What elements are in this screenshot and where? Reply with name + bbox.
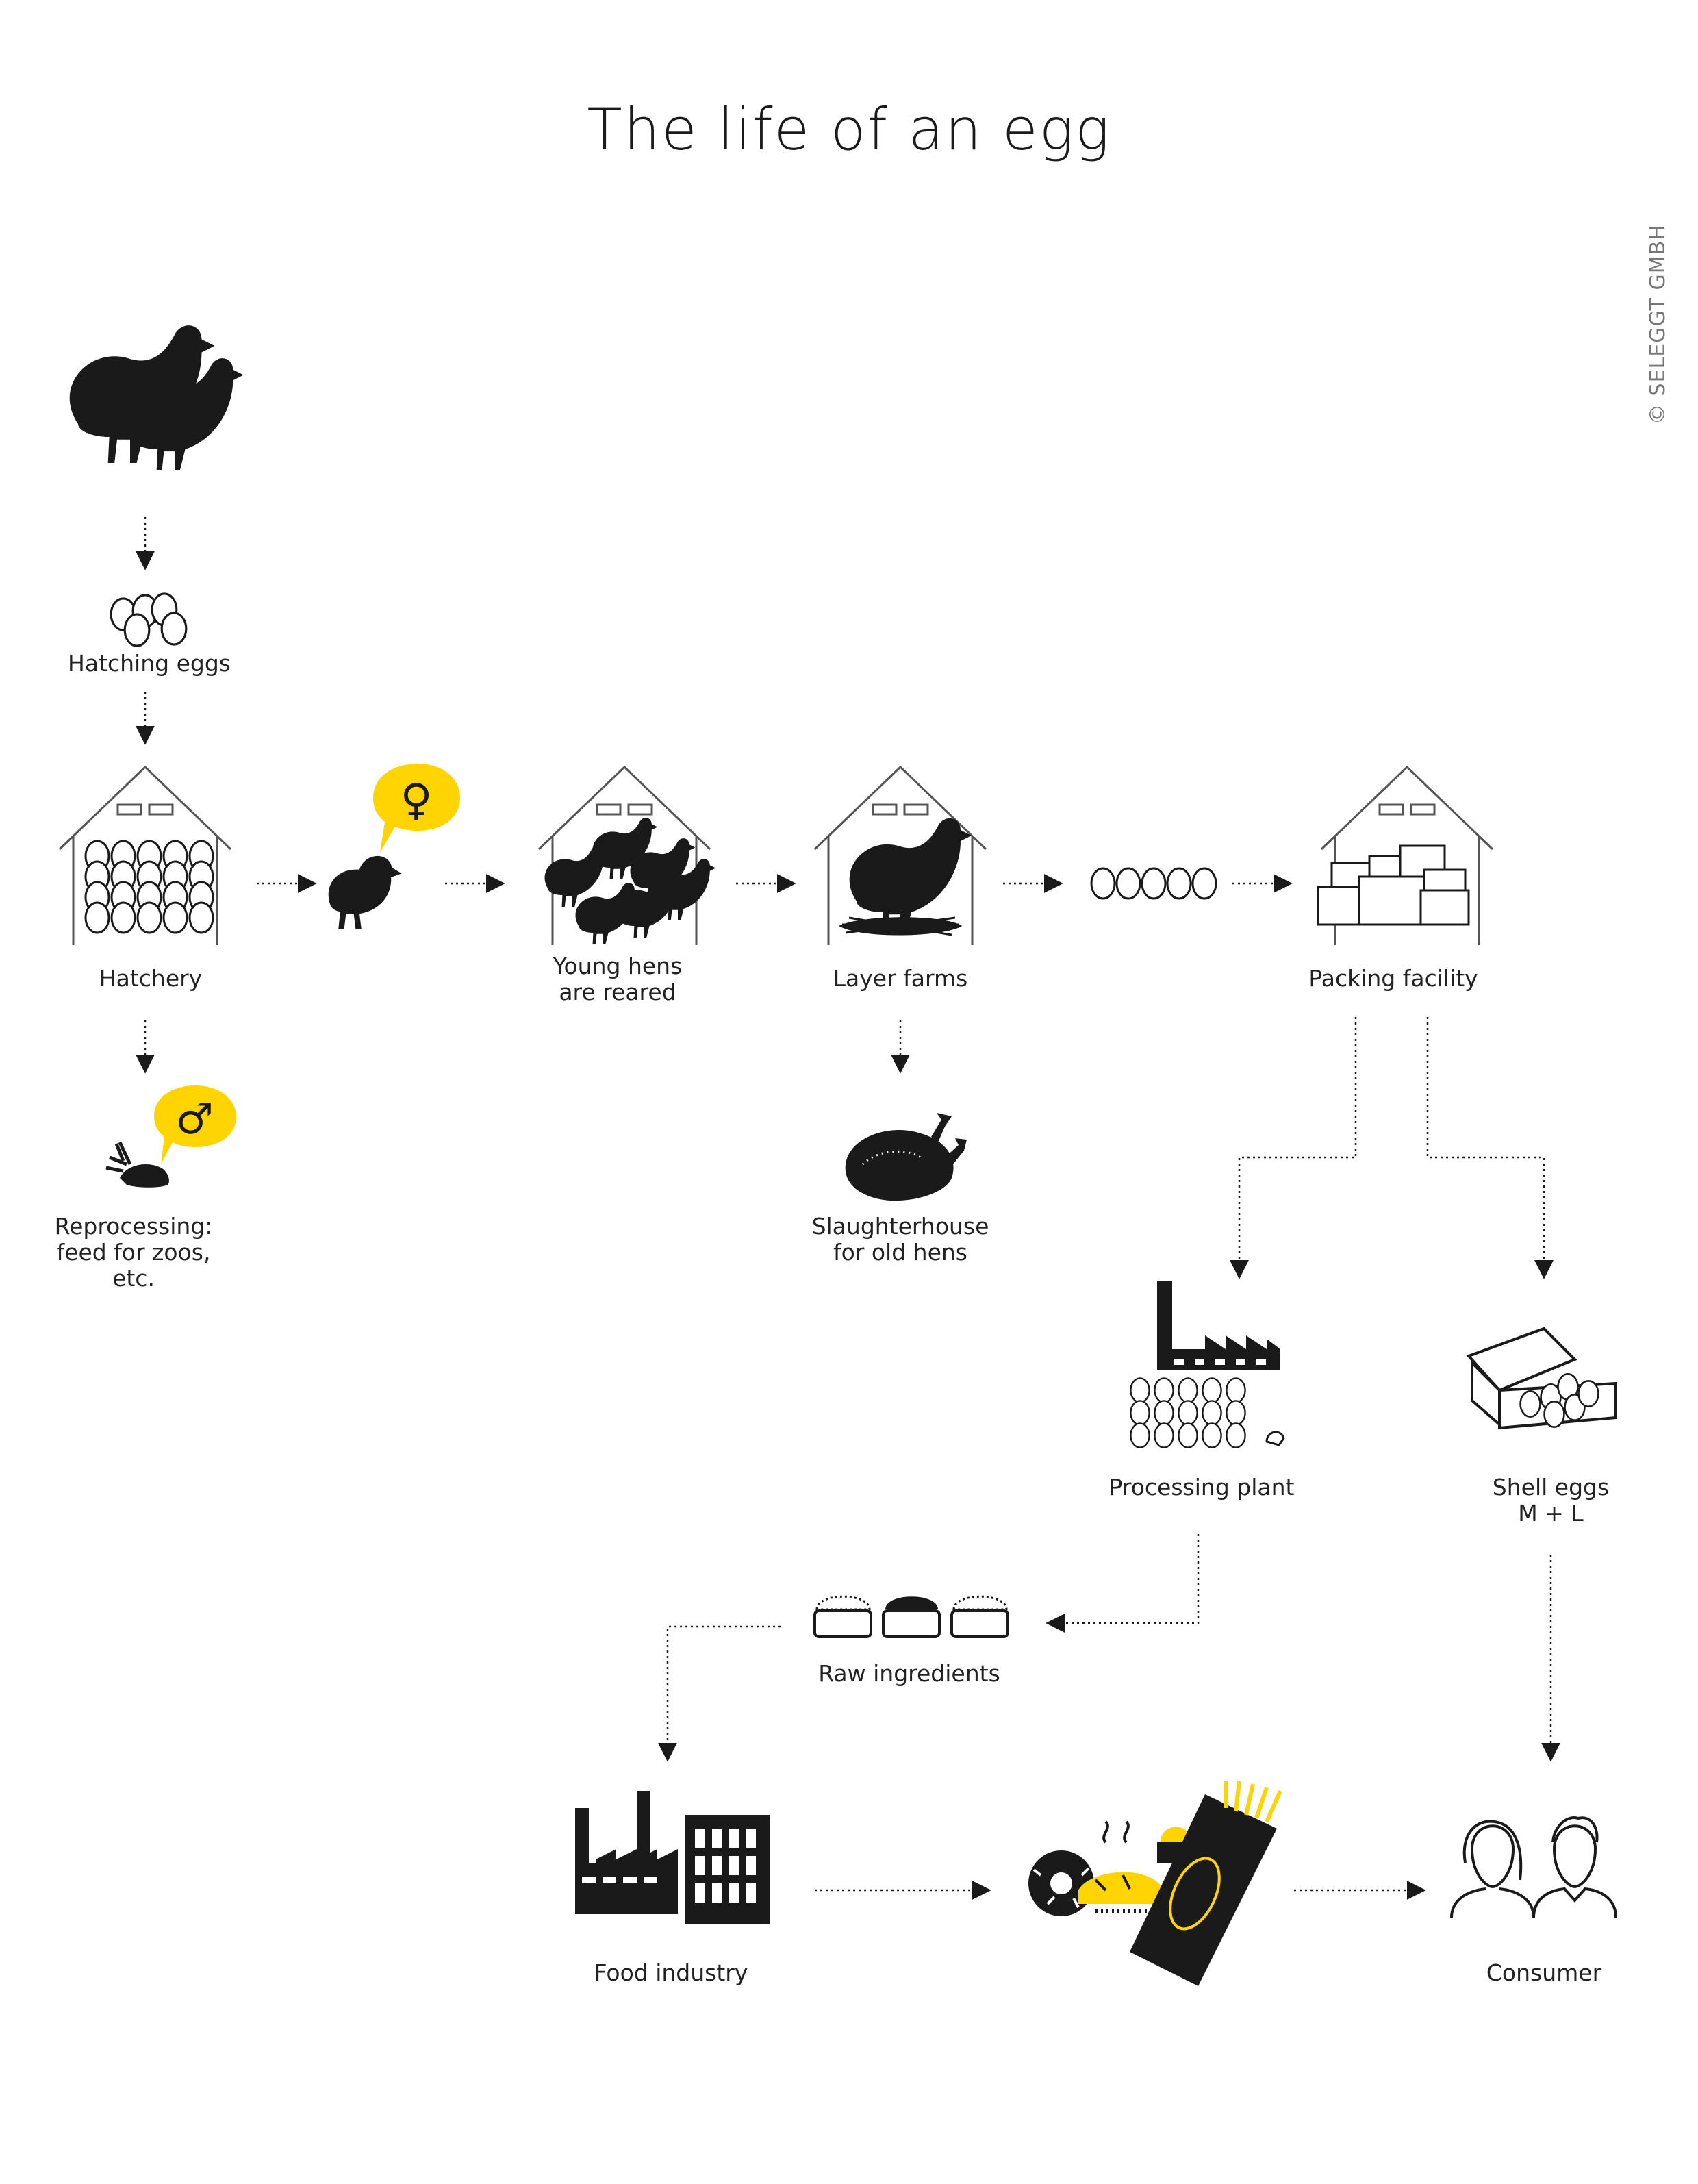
male-bubble: ♂ bbox=[154, 1085, 236, 1164]
barn-hen-nest-icon bbox=[813, 766, 987, 946]
label-food-industry: Food industry bbox=[594, 1959, 748, 1986]
page-title: The life of an egg bbox=[587, 96, 1111, 163]
label-slaughterhouse-line2: for old hens bbox=[833, 1239, 967, 1266]
label-young-hens-line2: are reared bbox=[559, 979, 676, 1005]
label-young-hens: Young hens are reared bbox=[446, 953, 789, 1005]
label-shell-eggs-line1: Shell eggs bbox=[1492, 1474, 1610, 1501]
eggs-icon bbox=[110, 592, 188, 647]
flow-arrows bbox=[136, 517, 1560, 1900]
barn-eggs-icon bbox=[58, 766, 232, 946]
arrow-processing-to-ingredients bbox=[1046, 1534, 1200, 1633]
label-layer-farms: Layer farms bbox=[833, 965, 968, 992]
label-shell-eggs: Shell eggs M + L bbox=[1380, 1474, 1698, 1527]
label-reprocessing-line1: Reprocessing: bbox=[54, 1213, 213, 1240]
ingredient-trays-icon bbox=[813, 1595, 1009, 1638]
female-symbol: ♀ bbox=[401, 775, 433, 826]
male-chick-icon bbox=[105, 1141, 169, 1188]
label-reprocessing-line2: feed for zoos, bbox=[56, 1239, 211, 1266]
label-young-hens-line1: Young hens bbox=[553, 953, 683, 979]
factory-eggs-icon bbox=[1130, 1281, 1285, 1448]
arrow-packing-to-shell-eggs bbox=[1426, 1017, 1554, 1279]
label-slaughterhouse-line1: Slaughterhouse bbox=[811, 1213, 989, 1240]
barn-boxes-icon bbox=[1317, 766, 1494, 946]
arrow-packing-to-processing bbox=[1230, 1017, 1357, 1279]
people-icon bbox=[1450, 1816, 1617, 1918]
label-consumer: Consumer bbox=[1486, 1959, 1602, 1986]
arrow-ingredients-to-food-industry bbox=[658, 1625, 781, 1762]
hens-icon bbox=[69, 325, 244, 470]
label-raw-ingredients: Raw ingredients bbox=[818, 1660, 1000, 1687]
label-shell-eggs-line2: M + L bbox=[1518, 1500, 1584, 1527]
female-bubble: ♀ bbox=[373, 764, 460, 853]
label-reprocessing: Reprocessing: feed for zoos, etc. bbox=[0, 1214, 305, 1292]
chick-icon bbox=[328, 855, 402, 929]
label-hatchery: Hatchery bbox=[99, 965, 203, 992]
label-hatching-eggs: Hatching eggs bbox=[68, 650, 231, 677]
label-packing-facility: Packing facility bbox=[1308, 965, 1478, 992]
barn-hens-icon bbox=[537, 766, 716, 946]
egg-carton-icon bbox=[1466, 1327, 1617, 1430]
label-reprocessing-line3: etc. bbox=[112, 1265, 155, 1292]
egg-row-icon bbox=[1090, 867, 1217, 900]
label-slaughterhouse: Slaughterhouse for old hens bbox=[729, 1214, 1072, 1266]
male-symbol: ♂ bbox=[175, 1094, 214, 1144]
food-factory-icon bbox=[575, 1791, 770, 1924]
baked-goods-pasta-icon bbox=[1028, 1780, 1282, 1986]
roast-chicken-icon bbox=[845, 1113, 967, 1201]
label-processing-plant: Processing plant bbox=[1108, 1474, 1295, 1501]
